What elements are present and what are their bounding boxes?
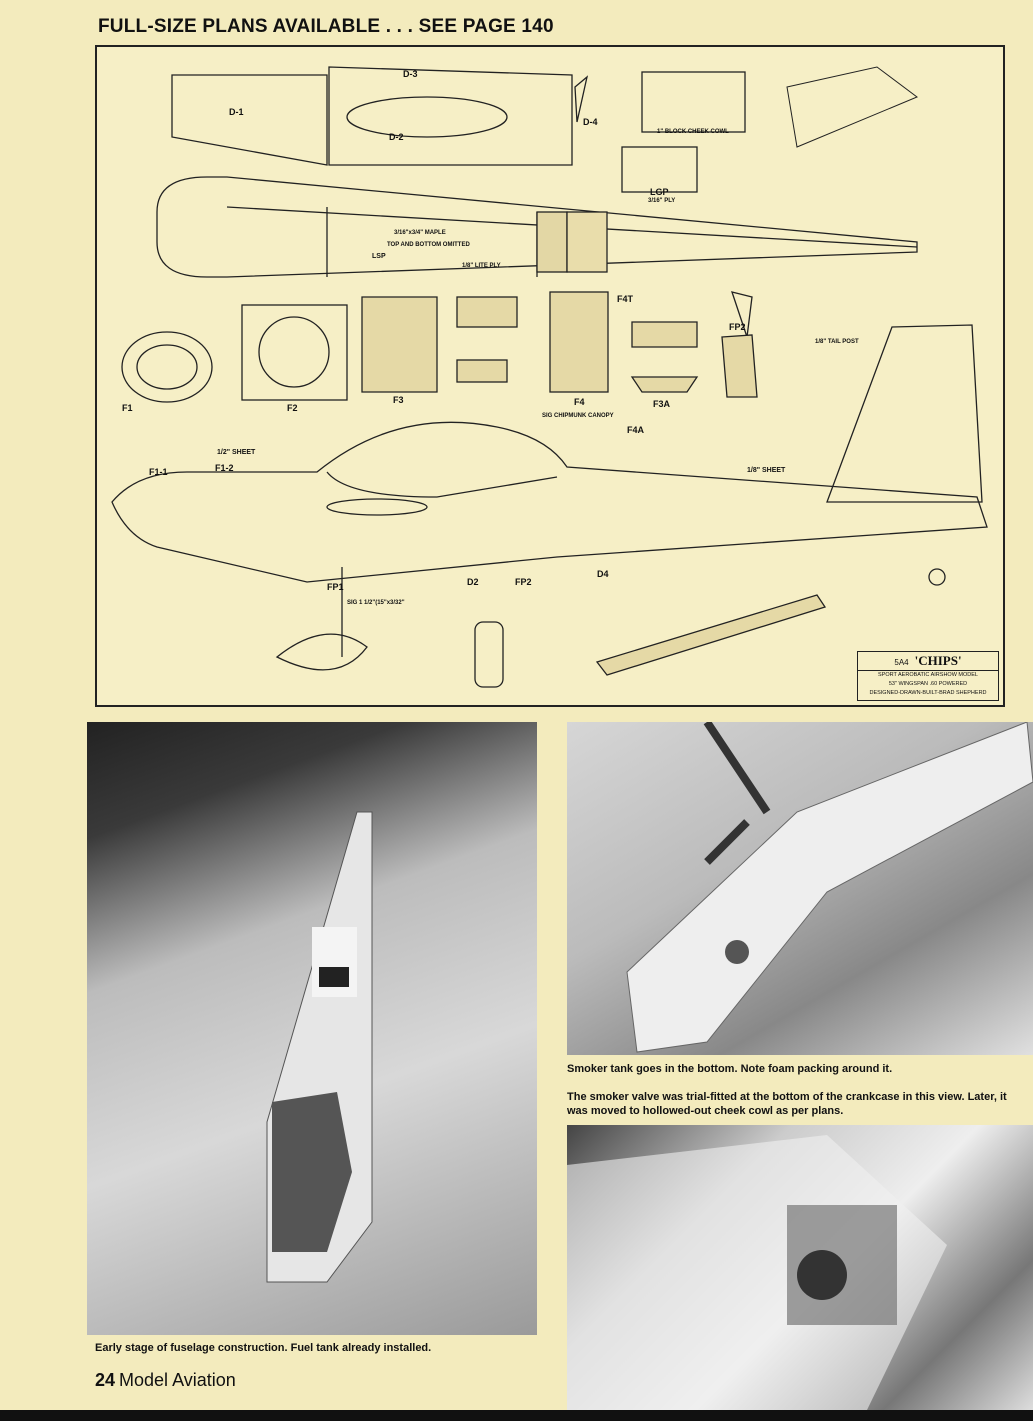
plan-label: SIG 1 1/2"(15"x3/32": [347, 600, 405, 606]
plan-label: TOP AND BOTTOM OMITTED: [387, 242, 470, 248]
photo-smoker-valve: [567, 1125, 1033, 1410]
plan-label: D-3: [403, 69, 418, 79]
photo-fuselage-construction: [87, 722, 537, 1335]
plan-label: LSP: [372, 253, 386, 260]
plan-label: F1-2: [215, 463, 234, 473]
plan-name: 'CHIPS': [914, 653, 962, 668]
plan-label: FP1: [327, 582, 344, 592]
title-block: 5A4 'CHIPS' SPORT AEROBATIC AIRSHOW MODEL…: [857, 651, 999, 701]
plan-label: 3/16"x3/4" MAPLE: [394, 230, 446, 236]
plan-label: FP2: [729, 322, 746, 332]
plan-label: 1/8" SHEET: [747, 467, 786, 474]
plan-label: LGP: [650, 187, 669, 197]
title-line: DESIGNED-DRAWN-BUILT-BRAD SHEPHERD: [869, 690, 987, 696]
plan-label: F1-1: [149, 467, 168, 477]
plan-number: 5A4: [894, 658, 909, 667]
title-line: 53" WINGSPAN .60 POWERED: [888, 681, 968, 687]
plan-label: F4A: [627, 425, 645, 435]
title-line: SPORT AEROBATIC AIRSHOW MODEL: [878, 672, 978, 678]
page-number: 24: [95, 1370, 116, 1390]
plan-label: D-4: [583, 117, 598, 127]
headline: FULL-SIZE PLANS AVAILABLE . . . SEE PAGE…: [98, 16, 554, 37]
plan-label: F4T: [617, 294, 634, 304]
plan-label: F2: [287, 403, 298, 413]
plan-label: D-2: [389, 132, 404, 142]
plan-label: 1/2" SHEET: [217, 449, 256, 456]
plan-label: F4: [574, 397, 585, 407]
plan-label: 1" BLOCK CHEEK COWL: [657, 129, 729, 135]
plan-label: 3/16" PLY: [648, 198, 676, 204]
bottom-edge: [0, 1410, 1033, 1421]
plan-label: F1: [122, 403, 133, 413]
plan-label: F3: [393, 395, 404, 405]
caption-photo2: Smoker tank goes in the bottom. Note foa…: [567, 1063, 893, 1075]
plan-label: D2: [467, 577, 479, 587]
photo-smoker-tank: [567, 722, 1033, 1055]
plan-label: SIG CHIPMUNK CANOPY: [542, 413, 614, 419]
plan-label: 1/8" LITE PLY: [462, 263, 501, 269]
plan-label: F3A: [653, 399, 671, 409]
plan-label: D4: [597, 569, 609, 579]
caption-photo3: The smoker valve was trial-fitted at the…: [567, 1091, 1007, 1117]
plan-line-art: [111, 66, 988, 688]
magazine-name: Model Aviation: [119, 1370, 236, 1390]
plan-label: D-1: [229, 107, 244, 117]
plan-label: 1/8" TAIL POST: [815, 339, 859, 345]
plan-label: FP2: [515, 577, 532, 587]
plan-drawing: D-1 D-2 D-3 D-4 1" BLOCK CHEEK COWL LGP …: [95, 45, 1005, 707]
caption-photo1: Early stage of fuselage construction. Fu…: [95, 1342, 432, 1354]
